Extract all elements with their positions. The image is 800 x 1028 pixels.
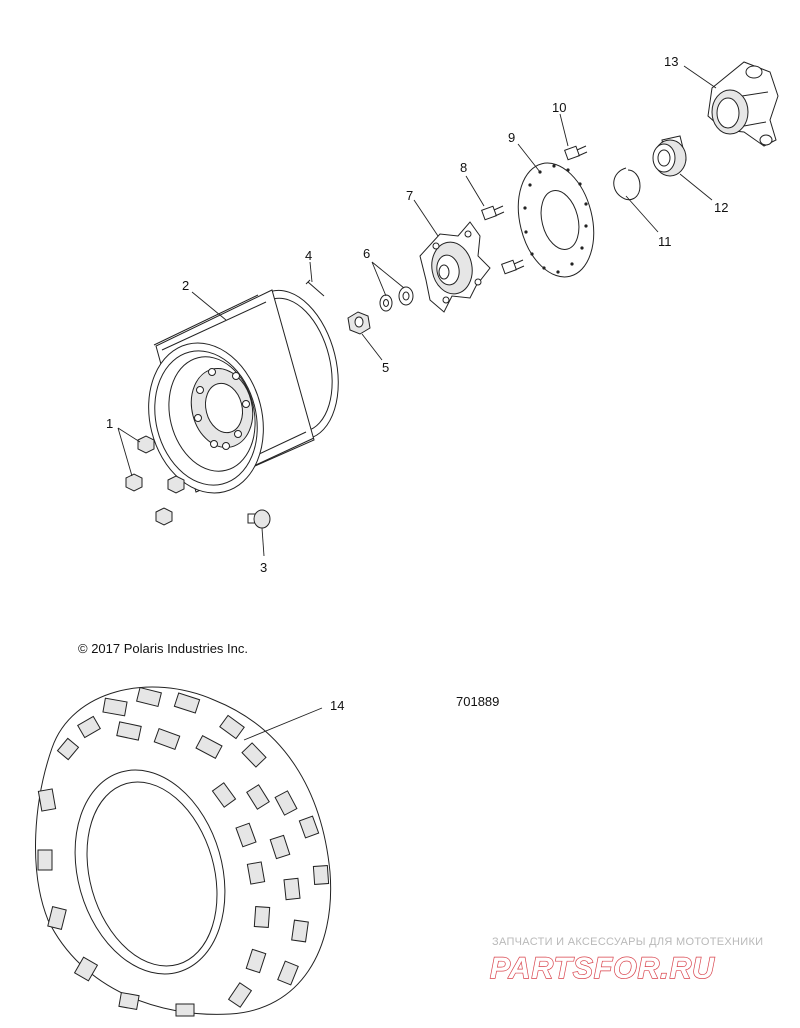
- callout-1: 1: [106, 416, 113, 431]
- callout-5: 5: [382, 360, 389, 375]
- callout-11: 11: [658, 234, 672, 249]
- part-8-bolt: [481, 205, 505, 221]
- part-14-tire: [35, 686, 332, 1017]
- part-7-hub: [419, 221, 491, 313]
- watermark-logo: PARTSFOR.RU: [490, 952, 715, 985]
- callout-14: 14: [330, 698, 344, 713]
- part-11-retaining-ring: [613, 167, 641, 201]
- callout-4: 4: [305, 248, 312, 263]
- watermark: ЗАПЧАСТИ И АКСЕССУАРЫ ДЛЯ МОТОТЕХНИКИ PA…: [489, 936, 763, 986]
- diagram-number: 701889: [456, 694, 499, 709]
- callout-6: 6: [363, 246, 370, 261]
- callout-13: 13: [664, 54, 678, 69]
- leader-lines: [117, 65, 717, 741]
- callout-2: 2: [182, 278, 189, 293]
- callout-9: 9: [508, 130, 515, 145]
- part-1-lug-nuts: [125, 435, 185, 526]
- part-6-washers: [379, 286, 414, 312]
- part-5-castle-nut: [347, 311, 371, 335]
- part-4-cotter-pin: [305, 279, 325, 297]
- callout-3: 3: [260, 560, 267, 575]
- part-13-knuckle: [707, 61, 779, 147]
- part-12-bearing: [652, 135, 687, 177]
- callout-7: 7: [406, 188, 413, 203]
- watermark-tagline: ЗАПЧАСТИ И АКСЕССУАРЫ ДЛЯ МОТОТЕХНИКИ: [492, 936, 763, 948]
- callout-10: 10: [552, 100, 566, 115]
- part-2-wheel-rim: [148, 289, 339, 494]
- part-9-brake-disc: [517, 162, 595, 278]
- copyright-text: © 2017 Polaris Industries Inc.: [78, 641, 248, 656]
- part-3-valve-stem: [247, 509, 271, 529]
- part-8-bolt-lower: [501, 259, 525, 275]
- callout-labels: 1 2 3 4 5 6 7 8 9 10 11 12 13 14: [106, 54, 728, 713]
- callout-12: 12: [714, 200, 728, 215]
- part-10-bolt: [564, 145, 588, 161]
- callout-8: 8: [460, 160, 467, 175]
